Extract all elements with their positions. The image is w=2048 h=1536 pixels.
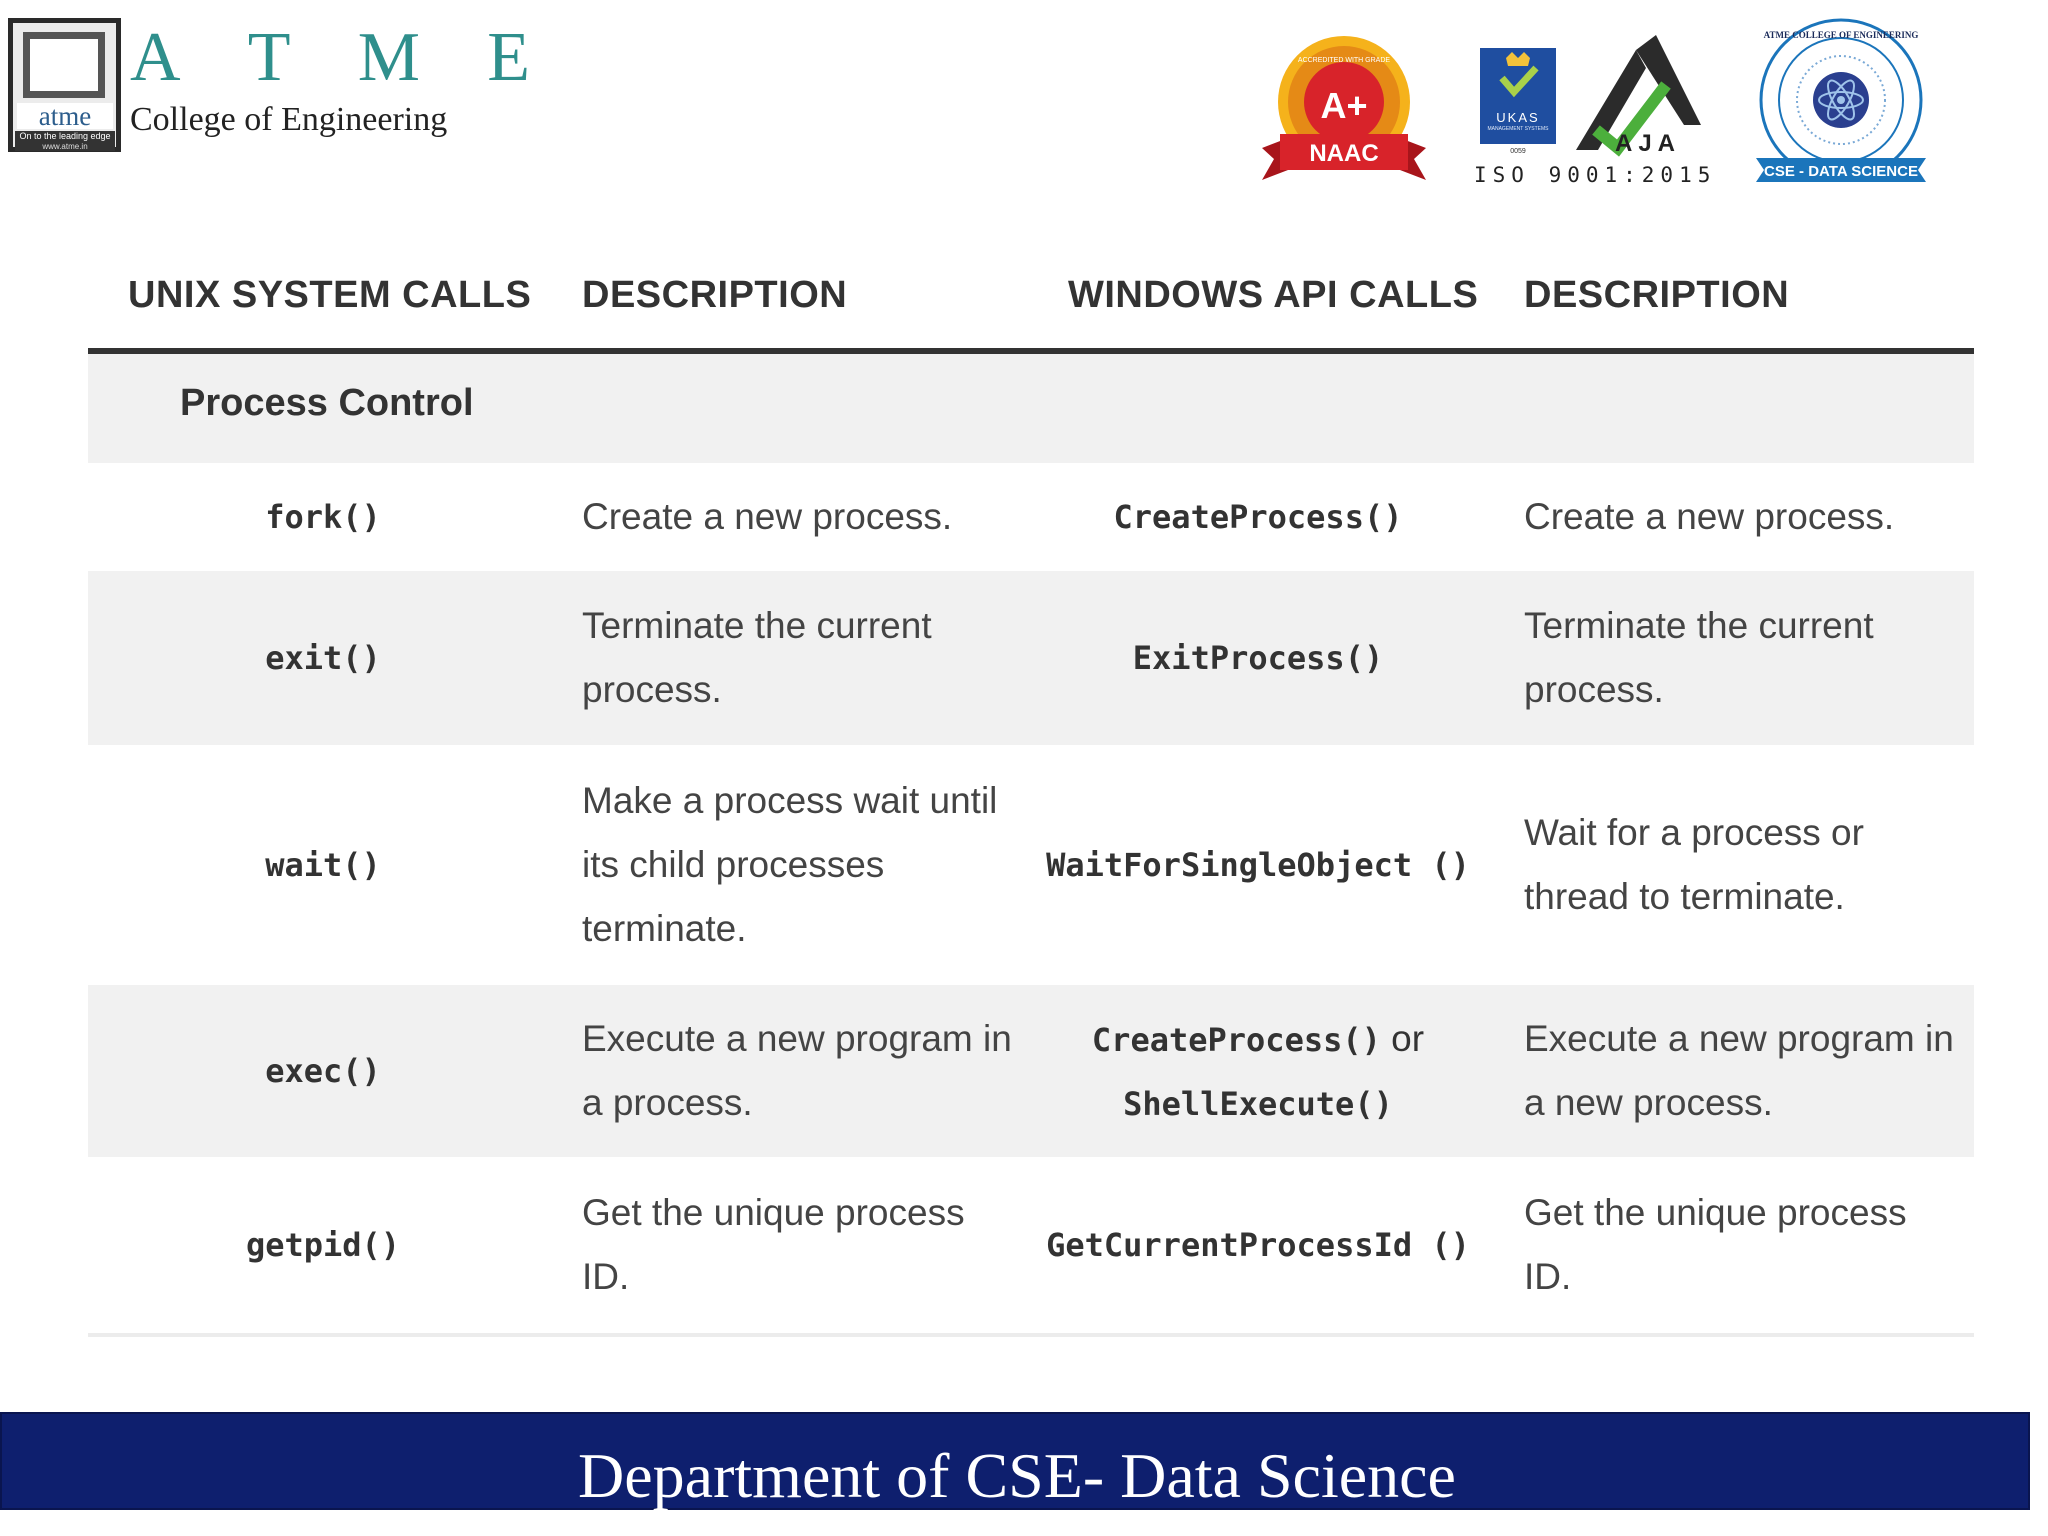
windows-description: Get the unique process ID. — [1524, 1192, 1907, 1297]
title-letter: T — [247, 19, 291, 96]
windows-call: GetCurrentProcessId () — [1046, 1226, 1470, 1264]
unix-description: Get the unique process ID. — [582, 1192, 965, 1297]
college-name: College of Engineering — [130, 101, 448, 138]
table-row: fork() Create a new process. CreateProce… — [88, 463, 1974, 571]
unix-description: Terminate the current process. — [582, 605, 932, 710]
atme-logo: atme On to the leading edge www.atme.in — [8, 18, 121, 152]
title-letter: M — [357, 19, 421, 96]
table-row: exec() Execute a new program in a proces… — [88, 985, 1974, 1157]
windows-description: Terminate the current process. — [1524, 605, 1874, 710]
college-title: A T M E — [130, 22, 530, 94]
windows-call: ExitProcess() — [1132, 639, 1384, 677]
table-row: exit() Terminate the current process. Ex… — [88, 571, 1974, 745]
naac-label: NAAC — [1309, 140, 1378, 167]
unix-call: getpid() — [245, 1226, 401, 1264]
title-letter: E — [487, 19, 530, 96]
header-description: DESCRIPTION — [582, 274, 848, 316]
windows-call: WaitForSingleObject () — [1046, 846, 1470, 884]
seal-banner: CSE - DATA SCIENCE — [1764, 163, 1918, 180]
table-row: getpid() Get the unique process ID. GetC… — [88, 1157, 1974, 1333]
logo-url: www.atme.in — [15, 142, 115, 151]
seal-ring-text: ATME COLLEGE OF ENGINEERING — [1764, 30, 1919, 40]
table-header: UNIX SYSTEM CALLS DESCRIPTION WINDOWS AP… — [88, 258, 1974, 354]
unix-description: Make a process wait until its child proc… — [582, 780, 998, 949]
section-title: Process Control — [180, 382, 474, 424]
logo-word: atme — [17, 103, 113, 130]
windows-description: Create a new process. — [1524, 496, 1895, 537]
windows-call: CreateProcess() — [1113, 498, 1403, 536]
ukas-number: 0059 — [1510, 148, 1526, 155]
header-unix-system-calls: UNIX SYSTEM CALLS — [128, 274, 532, 316]
header-windows-api-calls: WINDOWS API CALLS — [1068, 274, 1479, 316]
naac-badge-icon: A+ NAAC ACCREDITED WITH GRADE — [1262, 36, 1426, 180]
unix-call: fork() — [265, 498, 381, 536]
naac-ring-text: ACCREDITED WITH GRADE — [1298, 57, 1391, 64]
unix-call: exit() — [265, 639, 381, 677]
cse-data-science-seal-icon: CSE - DATA SCIENCE ATME COLLEGE OF ENGIN… — [1756, 18, 1926, 182]
table-row: wait() Make a process wait until its chi… — [88, 745, 1974, 985]
aja-label: AJA — [1615, 130, 1682, 157]
header-description: DESCRIPTION — [1524, 274, 1790, 316]
unix-description: Create a new process. — [582, 496, 953, 537]
aja-logo-icon — [1576, 35, 1701, 157]
footer-bar: Department of CSE- Data Science — [0, 1412, 2030, 1511]
ukas-badge: UKAS MANAGEMENT SYSTEMS — [1480, 48, 1556, 144]
windows-description: Wait for a process or thread to terminat… — [1524, 812, 1864, 917]
logo-frame-icon — [23, 32, 105, 98]
unix-description: Execute a new program in a process. — [582, 1018, 1012, 1123]
windows-call: CreateProcess() — [1091, 1020, 1381, 1059]
section-row: Process Control — [88, 354, 1974, 463]
windows-description: Execute a new program in a new process. — [1524, 1018, 1954, 1123]
windows-call-alt: ShellExecute() — [1123, 1084, 1393, 1123]
title-letter: A — [130, 19, 181, 96]
naac-grade: A+ — [1320, 85, 1367, 126]
ukas-sub: MANAGEMENT SYSTEMS — [1487, 126, 1549, 132]
crown-check-icon — [1499, 52, 1539, 98]
table-bottom-rule — [88, 1333, 1974, 1337]
windows-call-group: CreateProcess() or ShellExecute() — [1092, 1007, 1424, 1136]
iso-certification: ISO 9001:2015 — [1474, 163, 1717, 187]
footer-department: Department of CSE- Data Science — [578, 1440, 1456, 1511]
or-text: or — [1380, 1017, 1425, 1059]
logo-tagline: On to the leading edge — [15, 131, 115, 142]
unix-call: wait() — [265, 846, 381, 884]
ukas-label: UKAS — [1496, 110, 1540, 125]
system-calls-table: UNIX SYSTEM CALLS DESCRIPTION WINDOWS AP… — [88, 258, 1974, 1337]
unix-call: exec() — [265, 1052, 381, 1090]
